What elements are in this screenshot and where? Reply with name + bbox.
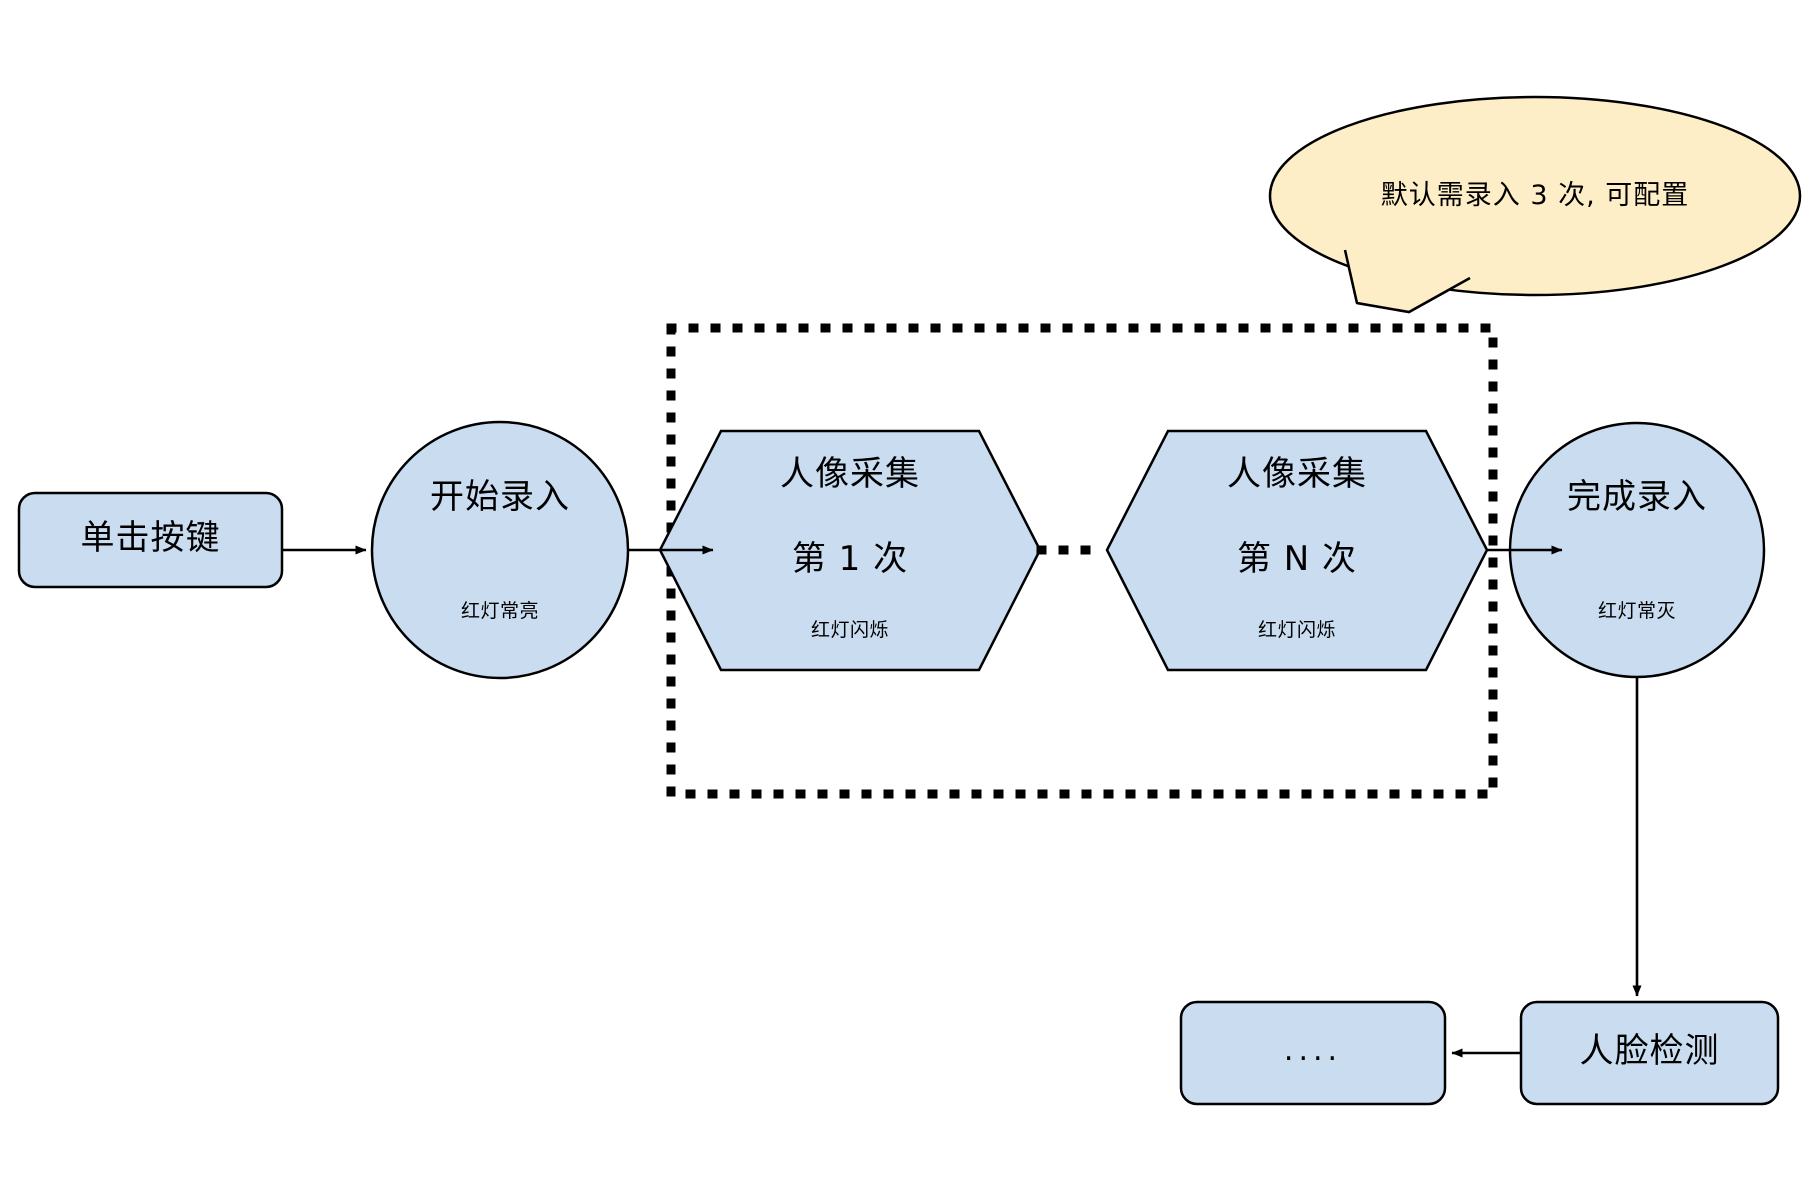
node-face-detection[interactable] (1519, 1000, 1780, 1106)
node-capture-first[interactable] (658, 429, 1042, 672)
node-start-enroll[interactable] (370, 420, 630, 680)
node-more-steps[interactable] (1179, 1000, 1447, 1106)
node-capture-nth[interactable] (1105, 429, 1489, 672)
capture-loop-group (666, 323, 1498, 799)
callout-tail-overlay (1343, 249, 1471, 314)
callout-bubble (1268, 95, 1802, 297)
node-click-button[interactable] (17, 491, 284, 589)
